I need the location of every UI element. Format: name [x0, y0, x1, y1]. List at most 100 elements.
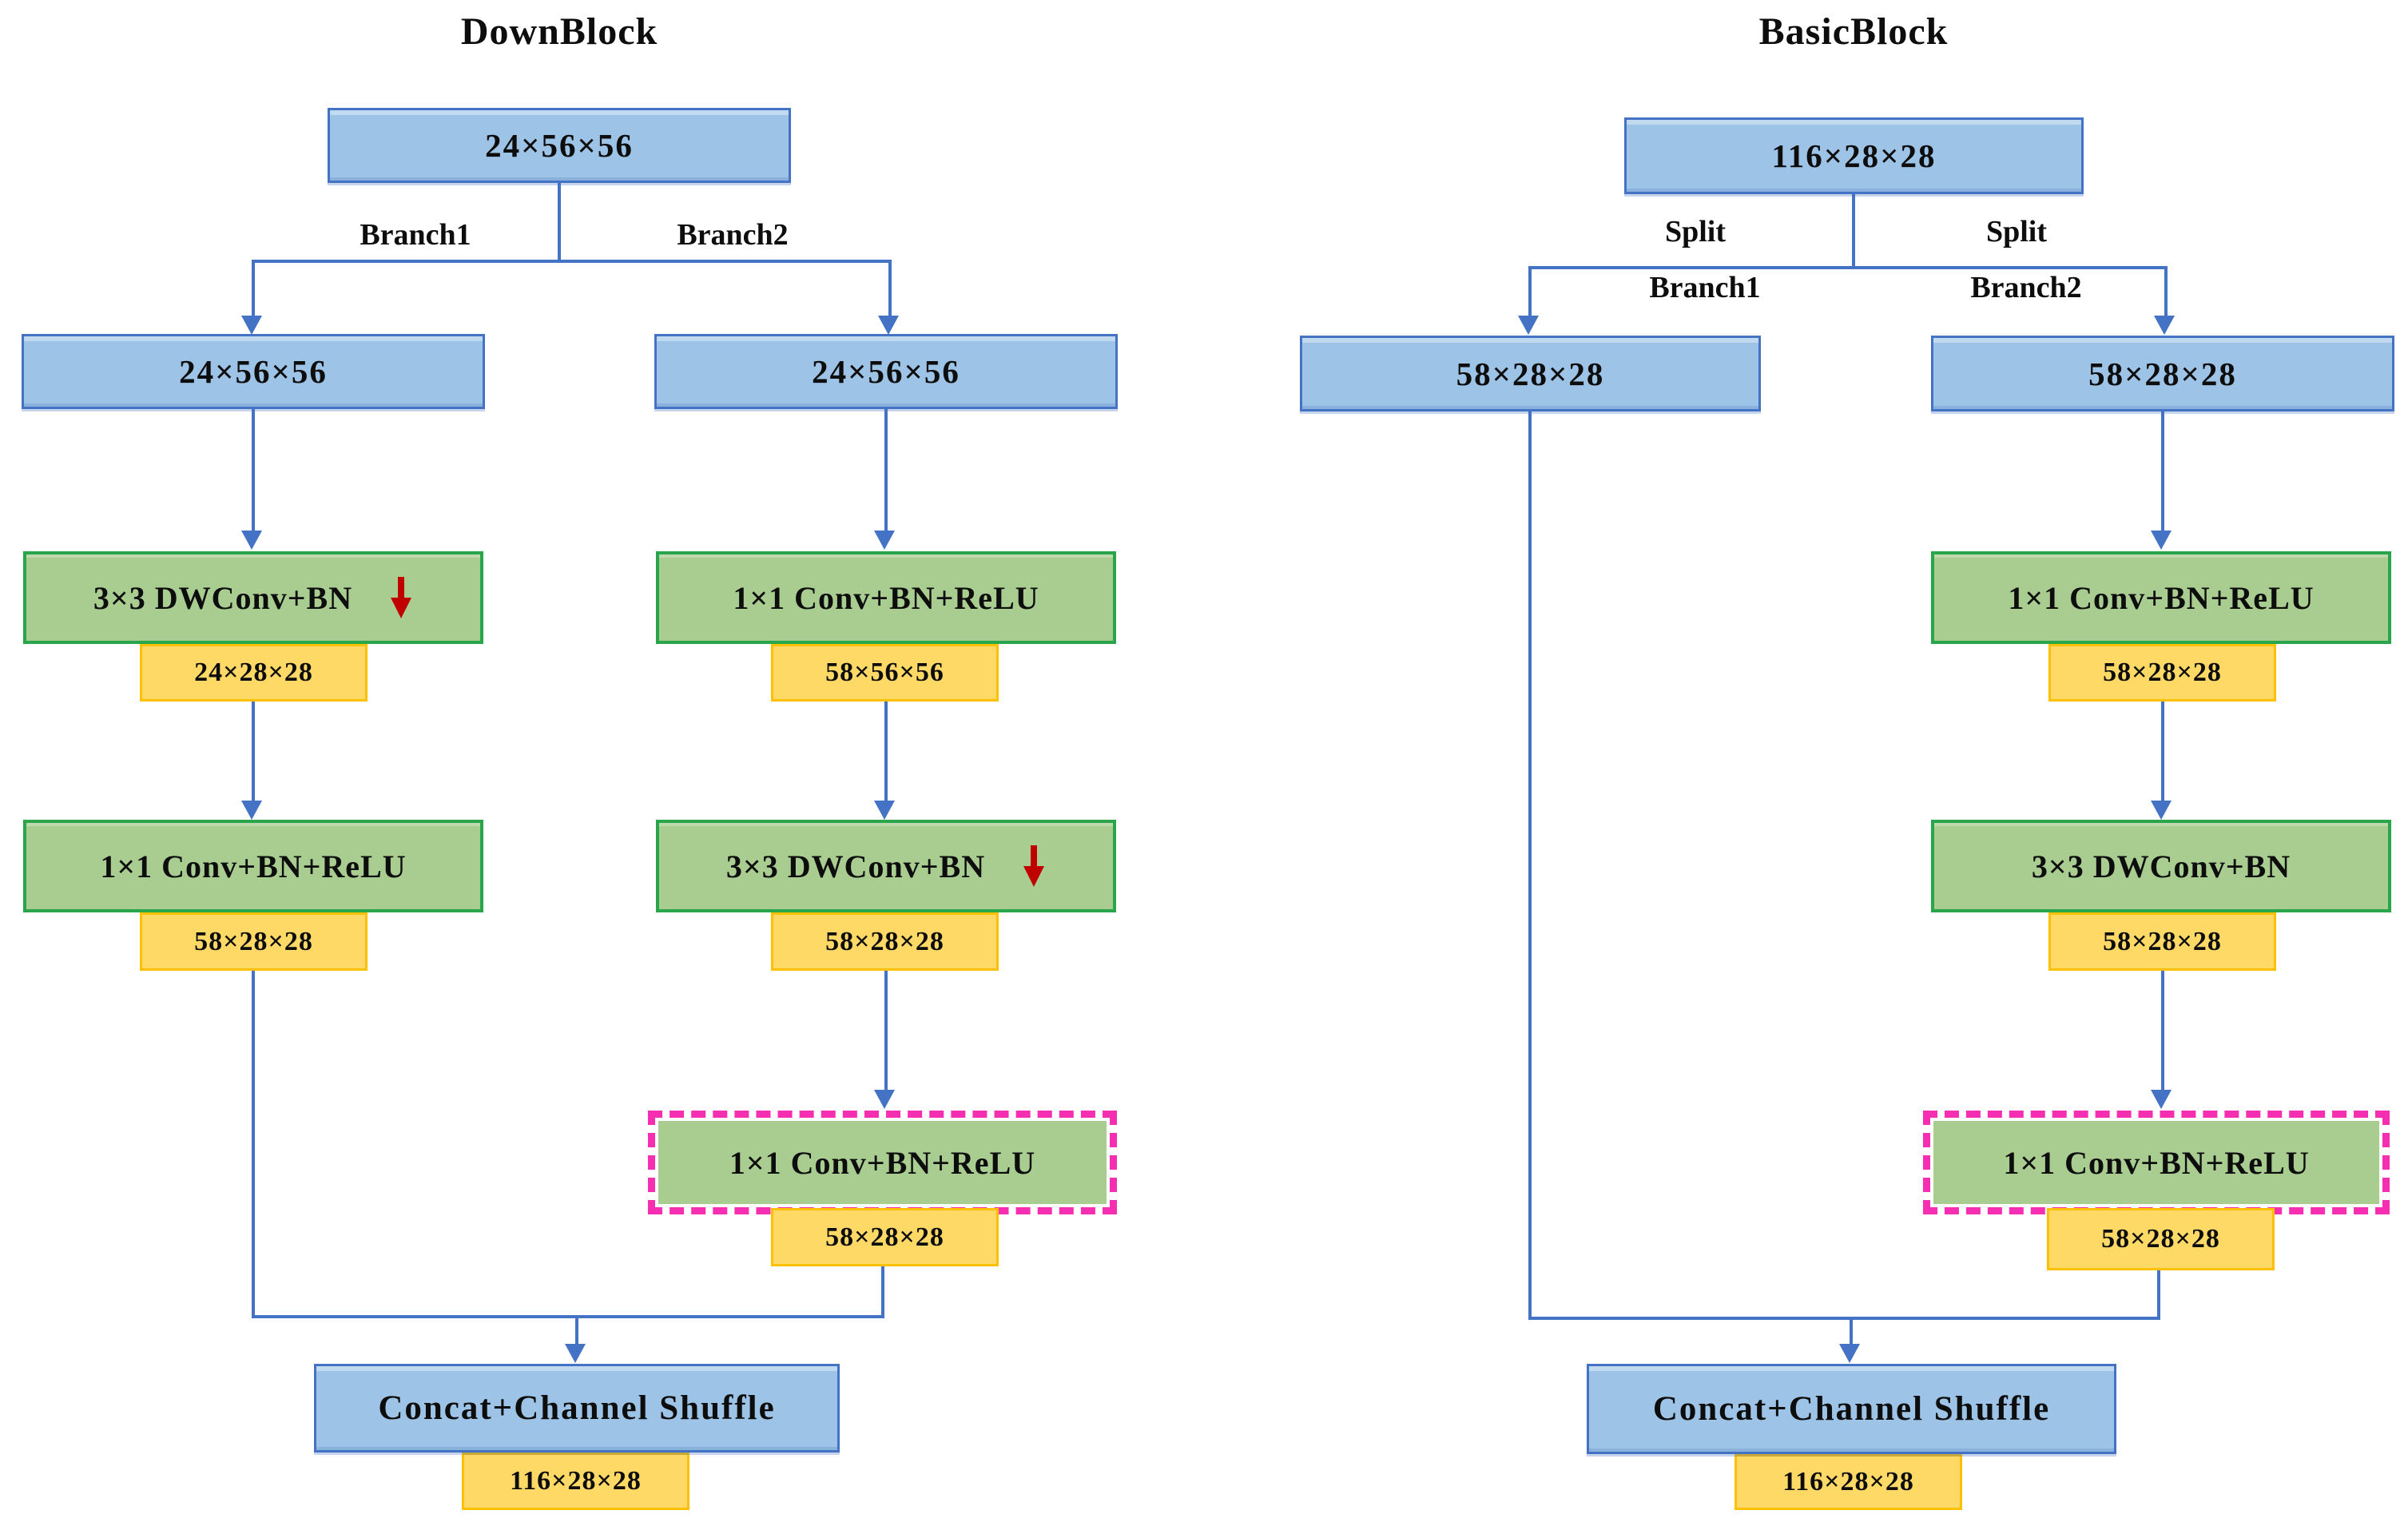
shape-tag: 58×28×28 [140, 912, 368, 971]
downblock-title: DownBlock [460, 10, 658, 53]
connector-line [1528, 266, 1532, 317]
downblock-branch2-conv2-box: 1×1 Conv+BN+ReLU [658, 1121, 1107, 1204]
connector-line [881, 1266, 884, 1318]
downblock-branch2-label: Branch2 [677, 218, 789, 252]
arrowhead-down-icon [2151, 1090, 2172, 1109]
arrowhead-down-icon [241, 531, 262, 550]
connector-line [1852, 193, 1855, 269]
basicblock-concat-label: Concat+Channel Shuffle [1652, 1390, 2051, 1428]
arrowhead-down-icon [241, 801, 262, 820]
basicblock-branch2-conv2-label: 1×1 Conv+BN+ReLU [2003, 1144, 2310, 1181]
arrowhead-down-icon [874, 1090, 895, 1109]
connector-line [252, 1315, 884, 1318]
shape-tag: 116×28×28 [462, 1453, 689, 1510]
shape-tag-text: 58×28×28 [2103, 926, 2222, 956]
downblock-input-shape: 24×56×56 [485, 127, 634, 164]
connector-line [1528, 411, 1532, 1320]
basicblock-branch2-conv2-highlight-box: 1×1 Conv+BN+ReLU [1923, 1111, 2390, 1214]
arrowhead-down-icon [878, 316, 899, 335]
basicblock-branch2-conv1-label: 1×1 Conv+BN+ReLU [2008, 579, 2315, 616]
basicblock-branch2-dwconv-box: 3×3 DWConv+BN [1931, 820, 2391, 912]
basicblock-concat-box: Concat+Channel Shuffle [1587, 1364, 2116, 1454]
connector-line [888, 260, 892, 317]
basicblock-branch1-label: Branch1 [1649, 271, 1761, 304]
arrowhead-down-icon [2151, 531, 2172, 550]
basicblock-branch2-conv1-box: 1×1 Conv+BN+ReLU [1931, 551, 2391, 644]
shape-tag-text: 58×28×28 [825, 1222, 944, 1252]
shape-tag: 58×28×28 [2047, 1208, 2275, 1270]
basicblock-title: BasicBlock [1758, 10, 1949, 53]
arrowhead-down-icon [565, 1344, 586, 1363]
downblock-branch2-conv2-highlight-box: 1×1 Conv+BN+ReLU [648, 1111, 1117, 1214]
downblock-branch2-conv1-label: 1×1 Conv+BN+ReLU [733, 579, 1039, 616]
shape-tag-text: 58×28×28 [194, 926, 313, 956]
connector-line [252, 971, 255, 1318]
shape-tag: 24×28×28 [140, 644, 368, 701]
connector-line [2157, 1270, 2160, 1320]
shape-tag-text: 58×28×28 [2101, 1224, 2220, 1254]
connector-line [2161, 971, 2164, 1091]
shape-tag: 58×28×28 [2048, 912, 2276, 971]
connector-line [2161, 701, 2164, 802]
basicblock-branch2-dwconv-label: 3×3 DWConv+BN [2031, 848, 2291, 884]
arrowhead-down-icon [874, 801, 895, 820]
shape-tag-text: 58×28×28 [825, 926, 944, 956]
connector-line [252, 409, 255, 532]
connector-line [2164, 266, 2168, 317]
downblock-branch2-input-shape: 24×56×56 [812, 353, 960, 390]
shape-tag: 116×28×28 [1734, 1454, 1962, 1510]
shape-tag-text: 116×28×28 [1782, 1467, 1914, 1496]
downblock-branch1-input-box: 24×56×56 [22, 334, 485, 409]
arrowhead-down-icon [2154, 316, 2175, 335]
downsample-arrow-icon [391, 577, 412, 618]
basicblock-input-shape: 116×28×28 [1771, 137, 1937, 174]
downblock-branch1-conv-box: 1×1 Conv+BN+ReLU [23, 820, 483, 912]
basicblock-input-box: 116×28×28 [1624, 117, 2084, 194]
downblock-branch1-dwconv-label: 3×3 DWConv+BN [93, 579, 353, 616]
connector-line [252, 260, 890, 263]
basicblock-branch2-conv2-box: 1×1 Conv+BN+ReLU [1933, 1121, 2379, 1204]
downblock-concat-box: Concat+Channel Shuffle [314, 1364, 840, 1453]
shape-tag-text: 58×56×56 [825, 658, 944, 687]
basicblock-branch2-label: Branch2 [1970, 271, 2082, 304]
downblock-branch1-label: Branch1 [360, 218, 471, 252]
arrowhead-down-icon [1839, 1344, 1860, 1363]
shape-tag-text: 58×28×28 [2103, 658, 2222, 687]
downsample-arrow-icon [1023, 845, 1045, 887]
connector-line [2161, 411, 2164, 532]
connector-line [252, 701, 255, 802]
connector-line [252, 260, 255, 317]
connector-line [884, 971, 888, 1091]
basicblock-split2-label: Split [1985, 215, 2048, 248]
downblock-branch1-input-shape: 24×56×56 [179, 353, 328, 390]
shape-tag: 58×28×28 [2048, 644, 2276, 701]
downblock-branch2-conv2-label: 1×1 Conv+BN+ReLU [729, 1144, 1036, 1181]
basicblock-branch1-input-box: 58×28×28 [1300, 336, 1761, 411]
basicblock-branch2-input-box: 58×28×28 [1931, 336, 2394, 411]
connector-line [1528, 1317, 2160, 1320]
connector-line [575, 1315, 578, 1345]
downblock-branch2-conv1-box: 1×1 Conv+BN+ReLU [656, 551, 1116, 644]
connector-line [558, 183, 561, 262]
arrowhead-down-icon [874, 531, 895, 550]
arrowhead-down-icon [241, 316, 262, 335]
arrowhead-down-icon [1518, 316, 1539, 335]
downblock-input-box: 24×56×56 [328, 108, 791, 183]
connector-line [884, 409, 888, 532]
downblock-branch2-input-box: 24×56×56 [654, 334, 1118, 409]
shape-tag: 58×56×56 [771, 644, 999, 701]
shape-tag-text: 24×28×28 [194, 658, 313, 687]
downblock-branch2-dwconv-label: 3×3 DWConv+BN [725, 848, 986, 884]
basicblock-branch1-input-shape: 58×28×28 [1456, 355, 1605, 392]
arrowhead-down-icon [2151, 801, 2172, 820]
connector-line [1850, 1317, 1853, 1345]
basicblock-split1-label: Split [1664, 215, 1727, 248]
basicblock-branch2-input-shape: 58×28×28 [2088, 355, 2237, 392]
shape-tag-text: 116×28×28 [510, 1466, 642, 1496]
connector-line [884, 701, 888, 802]
shape-tag: 58×28×28 [771, 912, 999, 971]
downblock-branch2-dwconv-box: 3×3 DWConv+BN [656, 820, 1116, 912]
downblock-branch1-dwconv-box: 3×3 DWConv+BN [23, 551, 483, 644]
downblock-concat-label: Concat+Channel Shuffle [378, 1389, 776, 1427]
